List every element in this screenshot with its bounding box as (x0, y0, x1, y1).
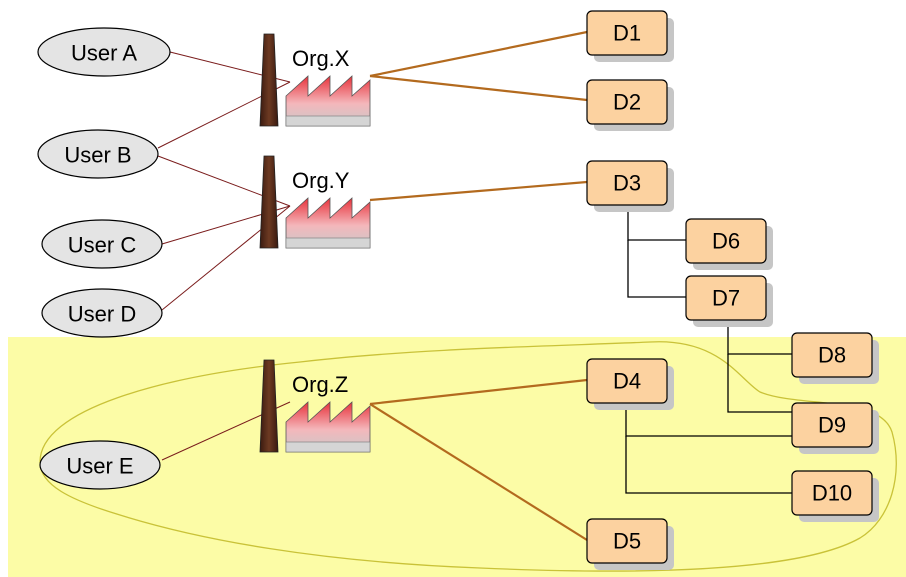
domain-d1-node[interactable]: D1 (586, 10, 674, 62)
org-domain-links (369, 30, 588, 541)
domain-d8-label: D8 (818, 343, 846, 368)
user-e-node[interactable]: User E (39, 440, 161, 490)
domain-d7-node[interactable]: D7 (685, 275, 773, 327)
domain-d5-label: D5 (613, 529, 641, 554)
link-org-y-d3 (369, 180, 588, 202)
domain-d2-label: D2 (613, 90, 641, 115)
highlight-outline (39, 341, 897, 572)
factory-icon (259, 155, 279, 249)
org-z-node[interactable]: Org.Z (259, 359, 371, 453)
domain-d7-label: D7 (712, 286, 740, 311)
domain-d1-label: D1 (613, 21, 641, 46)
domain-d2-node[interactable]: D2 (586, 79, 674, 131)
user-d-label: User D (68, 302, 136, 327)
org-x-label: Org.X (292, 46, 350, 71)
domain-tree-links (625, 203, 792, 494)
factory-icon (259, 359, 279, 453)
link-d7-d9 (727, 354, 792, 413)
domain-d8-node[interactable]: D8 (791, 332, 879, 384)
domain-d9-node[interactable]: D9 (791, 402, 879, 454)
link-d4-d10 (625, 436, 792, 494)
user-e-label: User E (66, 454, 133, 479)
link-org-x-d1 (369, 30, 588, 78)
link-org-x-d2 (369, 74, 588, 102)
user-b-node[interactable]: User B (37, 129, 159, 179)
org-y-node[interactable]: Org.Y (259, 155, 371, 249)
domain-d4-node[interactable]: D4 (586, 358, 674, 410)
org-y-label: Org.Y (292, 168, 350, 193)
link-d3-d7 (627, 240, 686, 298)
domain-d6-label: D6 (712, 229, 740, 254)
domain-d5-node[interactable]: D5 (586, 518, 674, 570)
domain-d4-label: D4 (613, 369, 641, 394)
domain-d3-node[interactable]: D3 (586, 160, 674, 212)
link-org-z-d5 (369, 403, 588, 541)
domain-d10-node[interactable]: D10 (791, 470, 879, 522)
user-c-node[interactable]: User C (41, 219, 163, 269)
domain-d9-label: D9 (818, 413, 846, 438)
user-a-label: User A (71, 41, 137, 66)
user-c-label: User C (68, 233, 137, 258)
highlight-region (8, 337, 906, 577)
user-a-node[interactable]: User A (37, 27, 171, 77)
domain-d3-label: D3 (613, 171, 641, 196)
user-b-label: User B (64, 143, 131, 168)
link-org-z-d4 (369, 378, 588, 406)
org-x-node[interactable]: Org.X (259, 33, 371, 127)
domain-d10-label: D10 (812, 481, 852, 506)
org-z-label: Org.Z (292, 372, 348, 397)
factory-icon (259, 33, 279, 127)
domain-d6-node[interactable]: D6 (685, 218, 773, 270)
user-d-node[interactable]: User D (41, 288, 163, 338)
